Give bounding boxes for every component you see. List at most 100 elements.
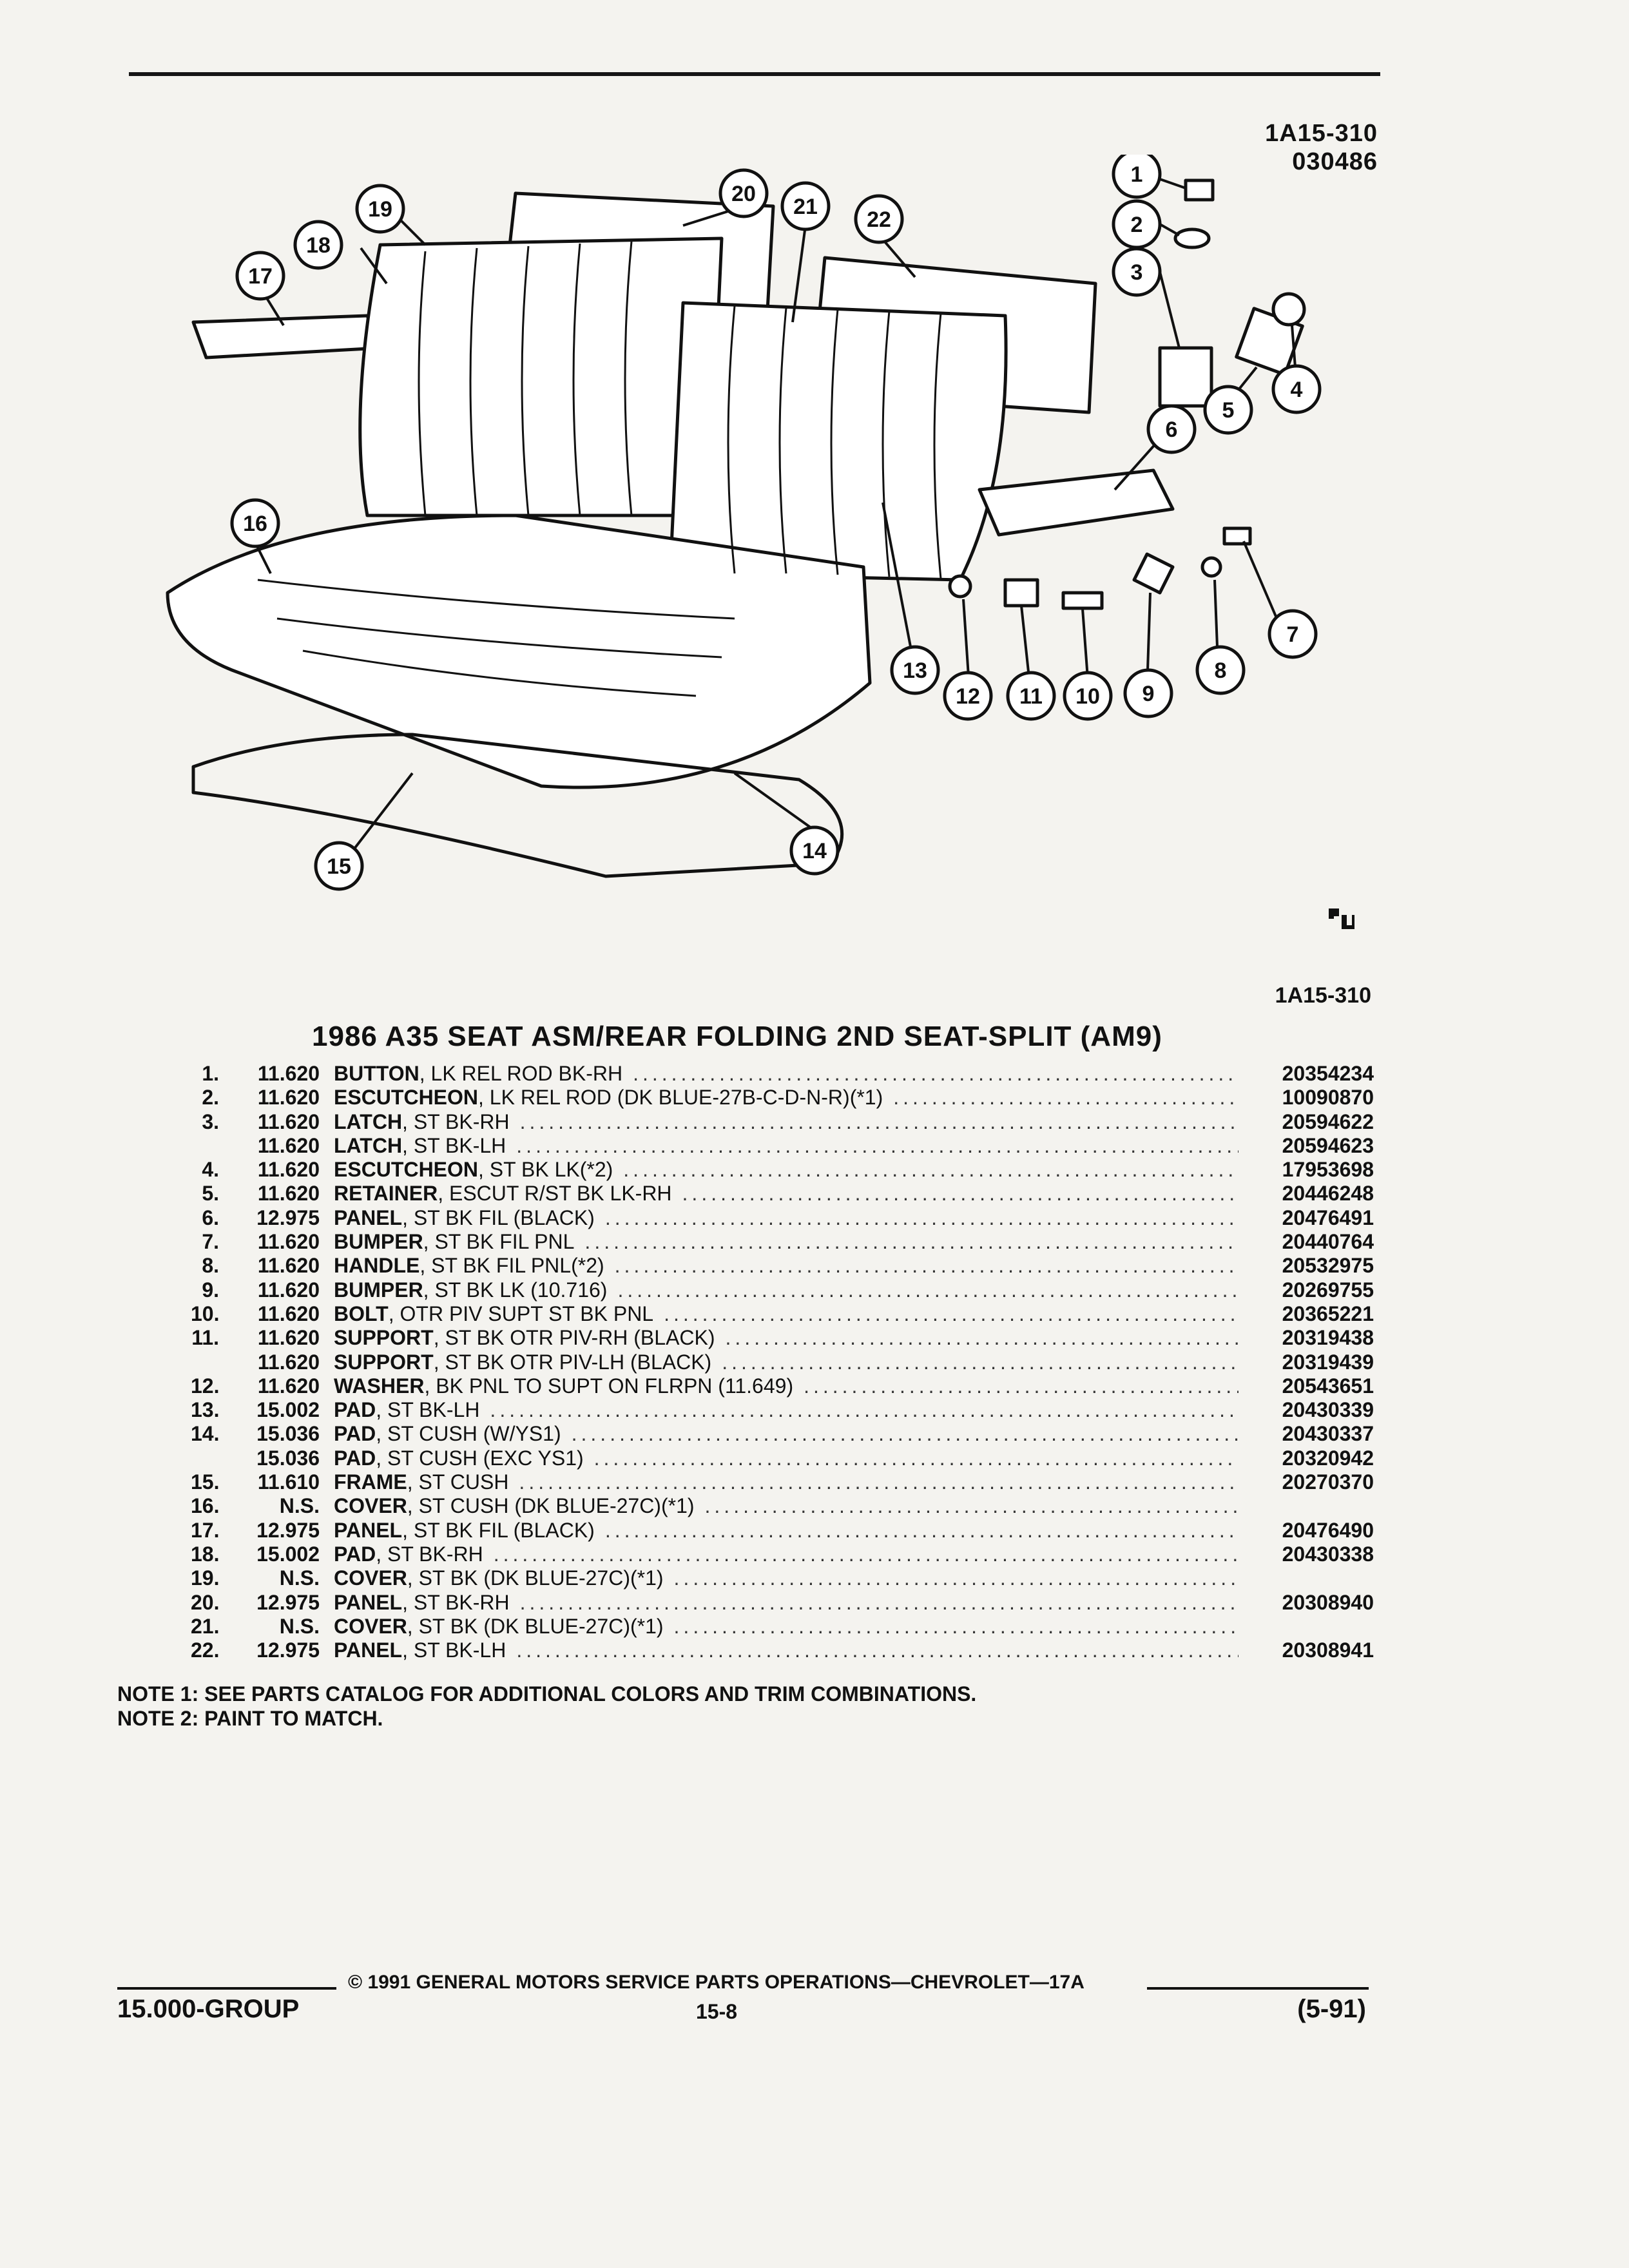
part-description: PAD, ST CUSH (EXC YS1)..................… <box>334 1446 1239 1470</box>
part-name: PAD <box>334 1446 376 1470</box>
part-description: BUMPER, ST BK FIL PNL...................… <box>334 1230 1239 1254</box>
item-number: 18. <box>191 1542 220 1566</box>
svg-text:7: 7 <box>1287 622 1299 647</box>
top-rule <box>129 72 1380 76</box>
part-number: 20354234 <box>1282 1062 1374 1085</box>
group-code: 12.975 <box>256 1639 320 1662</box>
part-detail: , ST CUSH <box>407 1470 509 1494</box>
leader-dots: ........................................… <box>519 1470 1239 1494</box>
figure-ref-code-bottom: 1A15-310 <box>1275 983 1371 1008</box>
group-code: 12.975 <box>256 1518 320 1542</box>
part-name: COVER <box>334 1566 407 1590</box>
group-code: 11.620 <box>257 1254 320 1278</box>
part-number: 20440764 <box>1282 1230 1374 1254</box>
part-number: 20270370 <box>1282 1470 1374 1494</box>
part-description: FRAME, ST CUSH..........................… <box>334 1470 1239 1494</box>
part-name: PANEL <box>334 1518 403 1542</box>
group-code: 11.620 <box>257 1133 320 1157</box>
leader-dots: ........................................… <box>490 1398 1239 1422</box>
item-number: 5. <box>202 1182 219 1206</box>
leader-dots: ........................................… <box>704 1494 1239 1518</box>
group-code: 15.002 <box>256 1398 320 1422</box>
note-2: NOTE 2: PAINT TO MATCH. <box>117 1707 383 1730</box>
parts-row: 21.N.S.COVER, ST BK (DK BLUE-27C)(*1)...… <box>191 1615 1374 1639</box>
part-detail: , ST CUSH (DK BLUE-27C)(*1) <box>407 1494 695 1518</box>
leader-dots: ........................................… <box>722 1350 1239 1374</box>
note-1: NOTE 1: SEE PARTS CATALOG FOR ADDITIONAL… <box>117 1682 977 1706</box>
part-number: 20269755 <box>1282 1278 1374 1302</box>
left-rail-panel <box>191 314 382 360</box>
leader-dots: ........................................… <box>893 1086 1239 1110</box>
handle-part <box>1200 556 1222 578</box>
svg-text:3: 3 <box>1131 260 1143 285</box>
part-detail: , ST BK FIL (BLACK) <box>402 1206 595 1229</box>
part-name: PANEL <box>334 1590 403 1614</box>
escutcheon-lock-part <box>1271 292 1306 327</box>
parts-row: 19.N.S.COVER, ST BK (DK BLUE-27C)(*1)...… <box>191 1566 1374 1590</box>
leader-dots: ........................................… <box>571 1422 1239 1446</box>
callout-14: 14 <box>789 825 840 876</box>
part-detail: , ST BK LK(*2) <box>478 1158 613 1182</box>
item-number: 8. <box>202 1254 219 1278</box>
support-part <box>1003 578 1039 608</box>
svg-text:8: 8 <box>1215 658 1227 683</box>
part-description: PANEL, ST BK-LH.........................… <box>334 1639 1239 1662</box>
part-number: 20430339 <box>1282 1398 1374 1422</box>
bumper-lock-part <box>1132 552 1175 595</box>
part-name: HANDLE <box>334 1254 420 1278</box>
callout-6: 6 <box>1146 404 1197 454</box>
part-detail: , ST BK-RH <box>402 1110 510 1133</box>
item-number: 13. <box>191 1398 220 1422</box>
callout-16: 16 <box>230 498 280 548</box>
group-label: 15.000-GROUP <box>117 1995 300 2023</box>
callout-1: 1 <box>1112 155 1162 199</box>
callout-12: 12 <box>943 671 993 721</box>
part-detail: , ESCUT R/ST BK LK-RH <box>438 1182 672 1206</box>
item-number: 6. <box>202 1206 219 1229</box>
part-number: 20365221 <box>1282 1302 1374 1325</box>
group-code: 11.620 <box>257 1182 320 1206</box>
group-code: 12.975 <box>256 1590 320 1614</box>
part-name: FRAME <box>334 1470 407 1494</box>
item-number: 3. <box>202 1110 219 1133</box>
leader-dots: ........................................… <box>516 1133 1239 1157</box>
part-description: SUPPORT, ST BK OTR PIV-LH (BLACK).......… <box>334 1350 1239 1374</box>
part-description: PANEL, ST BK FIL (BLACK)................… <box>334 1206 1239 1230</box>
callout-9: 9 <box>1123 668 1173 718</box>
part-number: 20320942 <box>1282 1446 1374 1470</box>
group-code: N.S. <box>279 1566 320 1590</box>
svg-text:20: 20 <box>731 182 756 206</box>
callout-11: 11 <box>1006 671 1056 721</box>
group-code: 15.036 <box>256 1422 320 1446</box>
part-detail: , ST BK-RH <box>376 1542 483 1566</box>
svg-text:1: 1 <box>1131 162 1143 187</box>
svg-text:19: 19 <box>368 197 392 222</box>
item-number: 4. <box>202 1158 219 1182</box>
part-name: COVER <box>334 1494 407 1518</box>
part-detail: , BK PNL TO SUPT ON FLRPN (11.649) <box>424 1374 794 1398</box>
part-number: 20446248 <box>1282 1182 1374 1206</box>
leader-dots: ........................................… <box>664 1302 1239 1325</box>
item-number: 15. <box>191 1470 220 1494</box>
part-description: BOLT, OTR PIV SUPT ST BK PNL............… <box>334 1302 1239 1326</box>
leader-dots: ........................................… <box>633 1062 1239 1085</box>
svg-text:21: 21 <box>793 195 818 219</box>
leader-dots: ........................................… <box>614 1254 1239 1278</box>
left-back-pad <box>358 236 724 517</box>
leader-dots: ........................................… <box>682 1182 1239 1206</box>
part-name: ESCUTCHEON <box>334 1086 479 1110</box>
callout-5: 5 <box>1203 385 1253 435</box>
copyright: © 1991 GENERAL MOTORS SERVICE PARTS OPER… <box>348 1972 1084 1993</box>
part-name: WASHER <box>334 1374 425 1398</box>
svg-text:13: 13 <box>903 658 927 683</box>
